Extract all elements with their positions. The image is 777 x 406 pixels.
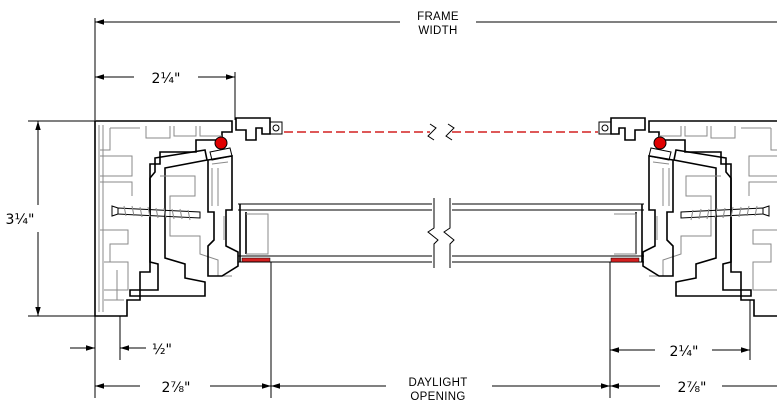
right-inner-dimension: 2¼" (610, 300, 751, 360)
right-seal (653, 136, 667, 150)
height-dimension-text: 3¼" (6, 212, 35, 228)
daylight-label-line1: DAYLIGHT (408, 377, 467, 389)
half-inch-dimension-text: ½" (152, 342, 172, 358)
right-anchor-screw (680, 205, 770, 221)
right-screen-track (598, 117, 646, 141)
frame-width-label-line1: FRAME (417, 11, 459, 23)
left-setting-block (241, 257, 271, 263)
right-frame-profile (610, 120, 777, 317)
height-dimension: 3¼" (6, 120, 100, 317)
right-inner-dimension-text: 2¼" (670, 344, 699, 360)
left-frame-profile (94, 120, 271, 317)
right-setting-block (610, 257, 640, 263)
bottom-right-dimension-text: 2⅞" (678, 380, 707, 396)
frame-width-label-line2: WIDTH (418, 25, 457, 37)
bottom-dimension: 2⅞" DAYLIGHT OPENING 2⅞" (94, 262, 777, 403)
left-screen-track (235, 117, 283, 141)
glass-unit (238, 198, 644, 268)
half-inch-dimension: ½" (70, 316, 172, 360)
frame-width-dimension: FRAME WIDTH (94, 11, 777, 120)
bottom-left-dimension-text: 2⅞" (162, 380, 191, 396)
screen-line (284, 123, 598, 141)
left-seal (214, 136, 228, 150)
left-anchor-screw (111, 205, 201, 221)
top-left-dimension-text: 2¼" (152, 71, 181, 87)
daylight-label-line2: OPENING (410, 391, 465, 403)
top-left-dimension: 2¼" (95, 71, 236, 120)
